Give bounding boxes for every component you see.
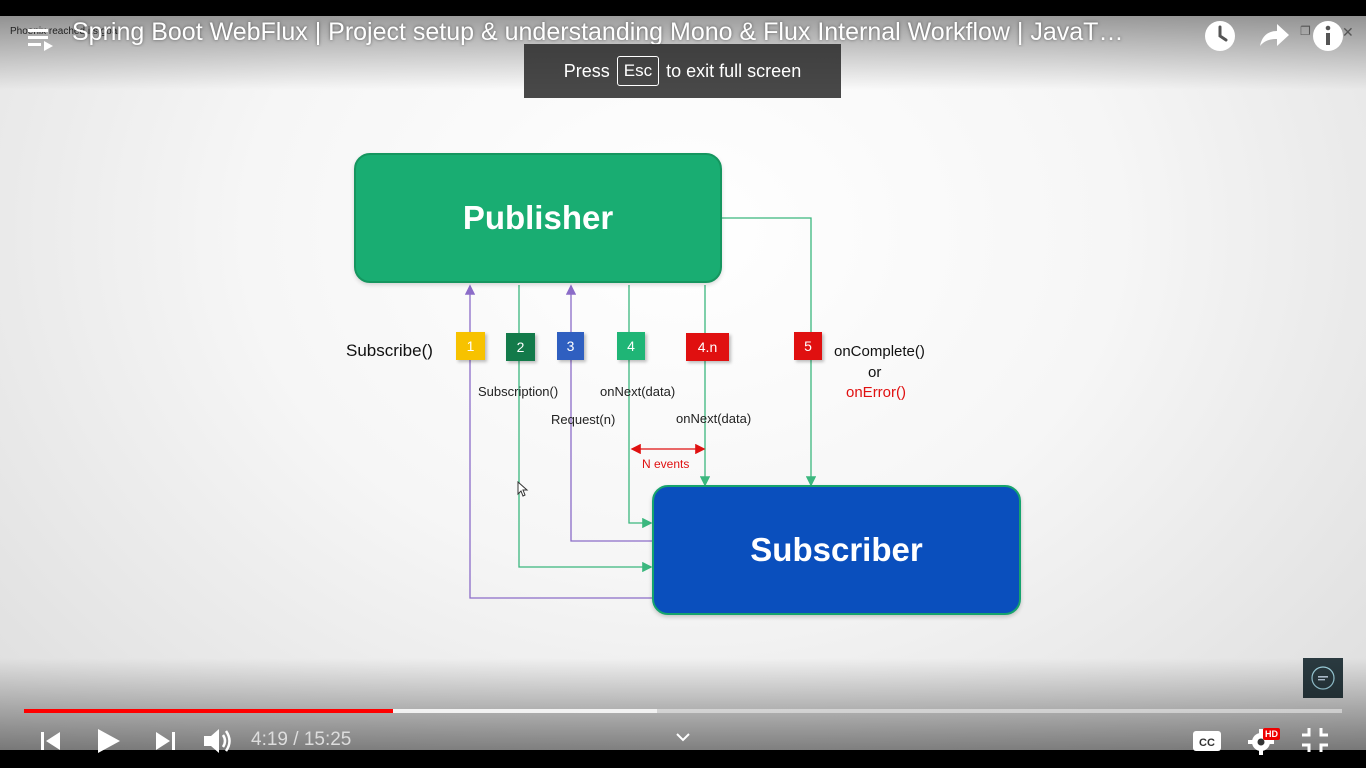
- watch-later-icon[interactable]: [1202, 18, 1238, 54]
- share-icon[interactable]: [1256, 18, 1292, 54]
- publisher-label: Publisher: [462, 199, 614, 236]
- video-title[interactable]: Spring Boot WebFlux | Project setup & un…: [72, 18, 1124, 46]
- settings-button[interactable]: HD: [1246, 726, 1282, 756]
- playlist-menu-icon[interactable]: [27, 26, 55, 52]
- onerror-label: onError(): [846, 384, 907, 401]
- previous-icon: [41, 732, 60, 750]
- n-events-label: N events: [642, 457, 690, 471]
- letterbox-bottom: [0, 750, 1366, 768]
- svg-text:CC: CC: [1199, 737, 1215, 749]
- esc-key: Esc: [616, 56, 660, 86]
- close-window-icon[interactable]: ✕: [1342, 24, 1354, 40]
- next-icon: [156, 732, 175, 750]
- step-5-badge: 5: [794, 332, 822, 360]
- step-4n-badge: 4.n: [686, 333, 729, 361]
- captions-button[interactable]: CC: [1192, 729, 1222, 753]
- onnext-label-2: onNext(data): [676, 411, 752, 426]
- subscription-label: Subscription(): [478, 384, 559, 399]
- letterbox-top: [0, 0, 1366, 16]
- volume-button[interactable]: [202, 726, 234, 756]
- notification-caption: Phoenix reached its goal: [10, 26, 120, 37]
- subscribe-label: Subscribe(): [346, 341, 433, 360]
- chapters-toggle[interactable]: [674, 730, 692, 744]
- or-label: or: [868, 364, 882, 381]
- hd-badge: HD: [1263, 728, 1280, 740]
- subscriber-box: Subscriber: [652, 485, 1021, 615]
- toast-text-after: to exit full screen: [666, 60, 802, 81]
- step-4-badge: 4: [617, 332, 645, 360]
- exit-fullscreen-button[interactable]: [1300, 726, 1330, 754]
- toast-text-before: Press: [563, 60, 610, 81]
- captions-icon: CC: [1193, 731, 1221, 751]
- chevron-down-icon: [676, 733, 690, 742]
- info-icon[interactable]: [1310, 18, 1346, 54]
- subscriber-label: Subscriber: [750, 531, 923, 568]
- subscription-arrow: [518, 285, 653, 573]
- subscribe-arrow: [464, 284, 652, 599]
- publisher-box: Publisher: [354, 153, 722, 283]
- progress-played: [24, 709, 393, 713]
- play-icon: [98, 729, 120, 753]
- exit-fullscreen-icon: [1302, 728, 1328, 752]
- play-button[interactable]: [94, 726, 122, 756]
- onnext-arrow: [628, 285, 653, 529]
- time-display: 4:19 / 15:25: [251, 729, 352, 750]
- restore-window-icon[interactable]: ❐: [1300, 24, 1311, 38]
- step-2-badge: 2: [506, 333, 535, 361]
- oncomplete-label: onComplete(): [834, 343, 925, 360]
- step-3-badge: 3: [557, 332, 584, 360]
- previous-button[interactable]: [38, 728, 64, 754]
- request-arrow: [565, 284, 652, 542]
- volume-icon: [204, 729, 231, 753]
- next-button[interactable]: [152, 728, 178, 754]
- progress-bar[interactable]: [24, 709, 1342, 713]
- oncomplete-arrow: [722, 217, 817, 487]
- onnext-label-1: onNext(data): [600, 384, 676, 399]
- step-1-badge: 1: [456, 332, 485, 360]
- fullscreen-toast: Press Esc to exit full screen: [524, 44, 841, 98]
- request-label: Request(n): [551, 412, 616, 427]
- mouse-cursor-icon: [517, 481, 529, 497]
